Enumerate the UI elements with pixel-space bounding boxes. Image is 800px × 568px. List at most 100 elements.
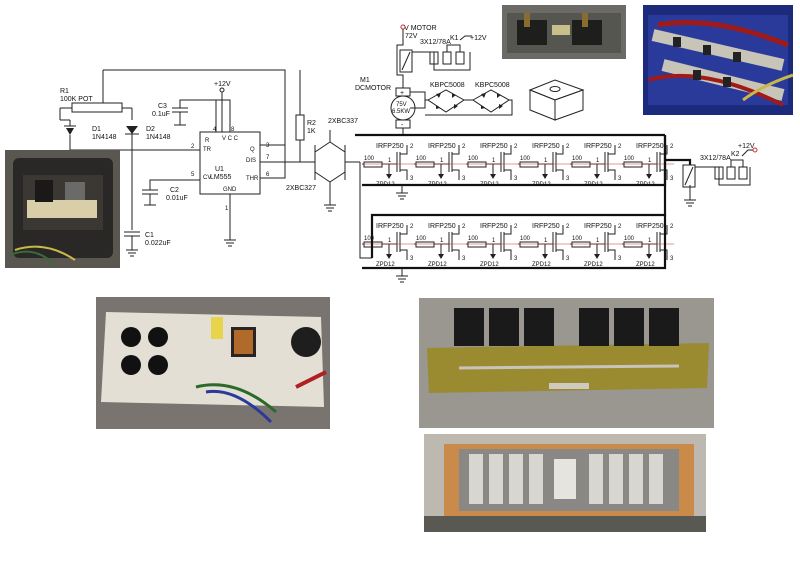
mosfet-label: IRFP250 xyxy=(428,143,456,150)
photo-mosfet-board xyxy=(419,298,714,428)
mosfet-symbol xyxy=(434,145,460,180)
pin-3-label: 3 xyxy=(670,256,674,262)
mosfet-symbol xyxy=(590,145,616,180)
gate-resistor-label: 100 xyxy=(520,156,531,162)
photo-timer-board xyxy=(96,297,330,429)
mosfet-label: IRFP250 xyxy=(532,223,560,230)
zener-symbol xyxy=(542,174,548,179)
diode-d2 xyxy=(125,126,139,135)
bridge-rectifier-2 xyxy=(472,89,510,113)
mosfet-symbol xyxy=(538,145,564,180)
gate-resistor-label: 100 xyxy=(416,236,427,242)
mosfet-label: IRFP250 xyxy=(480,143,508,150)
pin-2-label: 2 xyxy=(618,144,622,150)
gate-resistor xyxy=(467,161,487,168)
pin-1-label: 1 xyxy=(492,238,496,244)
transistor-pair xyxy=(314,130,360,196)
motor-power: 6.5KW xyxy=(392,109,410,115)
capacitor-c1-value: 0.022uF xyxy=(145,240,171,247)
pin-1-label: 1 xyxy=(440,238,444,244)
photo-solder-board xyxy=(424,434,706,532)
diode-d1-ref: D1 xyxy=(92,126,101,133)
gate-resistor-label: 100 xyxy=(416,156,427,162)
pin-1-label: 1 xyxy=(648,158,652,164)
relay-k1-supply: +12V xyxy=(470,35,487,42)
mosfet-symbol xyxy=(642,145,668,180)
relay-k1-ref: K1 xyxy=(450,35,459,42)
zener-label: ZPD12 xyxy=(428,262,447,268)
photo-timer-board-image xyxy=(96,297,330,429)
pin-3-label: 3 xyxy=(462,176,466,182)
mosfet-symbol xyxy=(382,145,408,180)
pin-2-label: 2 xyxy=(410,144,414,150)
transistor-bottom-label: 2XBC327 xyxy=(286,185,316,192)
gate-resistor xyxy=(571,241,591,248)
gate-resistor xyxy=(467,241,487,248)
gate-resistor-label: 100 xyxy=(520,236,531,242)
zener-symbol xyxy=(646,174,652,179)
timer-pin-cv: CV xyxy=(203,175,211,181)
mosfet-label: IRFP250 xyxy=(480,223,508,230)
photo-relay-box xyxy=(502,5,626,59)
mosfet-label: IRFP250 xyxy=(532,143,560,150)
photo-mosfet-board-image xyxy=(419,298,714,428)
pin-3-label: 3 xyxy=(514,176,518,182)
timer-pin-7: 7 xyxy=(266,155,270,161)
zener-label: ZPD12 xyxy=(532,262,551,268)
pin-1-label: 1 xyxy=(440,158,444,164)
mosfet-symbol xyxy=(538,225,564,260)
mosfet-label: IRFP250 xyxy=(428,223,456,230)
ground-icon xyxy=(224,239,236,247)
mosfet-label: IRFP250 xyxy=(584,143,612,150)
zener-symbol xyxy=(490,254,496,259)
zener-label: ZPD12 xyxy=(376,262,395,268)
timer-pin-5: 5 xyxy=(191,172,195,178)
motor-voltage: 75V xyxy=(396,102,407,108)
relay-k2-supply: +12V xyxy=(738,143,755,150)
gate-resistor-label: 100 xyxy=(468,156,479,162)
vmotor-label: +V MOTOR xyxy=(400,25,437,32)
pin-2-label: 2 xyxy=(462,224,466,230)
timer-u1-ref: U1 xyxy=(215,166,224,173)
gate-resistor-label: 100 xyxy=(572,156,583,162)
capacitor-c2-ref: C2 xyxy=(170,187,179,194)
mosfet-label: IRFP250 xyxy=(376,223,404,230)
pin-1-label: 1 xyxy=(544,238,548,244)
bridge-module-image xyxy=(528,79,585,121)
pin-1-label: 1 xyxy=(596,238,600,244)
mosfet-symbol xyxy=(486,145,512,180)
zener-label: ZPD12 xyxy=(636,262,655,268)
timer-pin-gnd: GND xyxy=(223,187,237,193)
pin-3-label: 3 xyxy=(566,176,570,182)
ground-icon xyxy=(126,249,138,257)
vmotor-voltage: 72V xyxy=(405,33,418,40)
timer-u1-part: LM555 xyxy=(210,174,232,181)
timer-pin-vcc: V C C xyxy=(222,136,239,142)
gate-resistor-label: 100 xyxy=(624,236,635,242)
zener-symbol xyxy=(438,174,444,179)
pin-3-label: 3 xyxy=(462,256,466,262)
timer-pin-r: R xyxy=(205,138,210,144)
capacitor-c2 xyxy=(142,189,158,206)
photo-solder-board-image xyxy=(424,434,706,532)
zener-symbol xyxy=(490,174,496,179)
gate-resistor-label: 100 xyxy=(572,236,583,242)
source-bus xyxy=(362,215,667,270)
resistor-r2-value: 1K xyxy=(307,128,316,135)
zener-symbol xyxy=(594,174,600,179)
ground-icon xyxy=(396,192,408,200)
timer-pin-8: 8 xyxy=(231,127,235,133)
bridge-module-drawing xyxy=(525,75,585,123)
pin-2-label: 2 xyxy=(514,224,518,230)
zener-symbol xyxy=(386,254,392,259)
pin-2-label: 2 xyxy=(566,144,570,150)
pin-1-label: 1 xyxy=(388,158,392,164)
zener-label: ZPD12 xyxy=(584,262,603,268)
